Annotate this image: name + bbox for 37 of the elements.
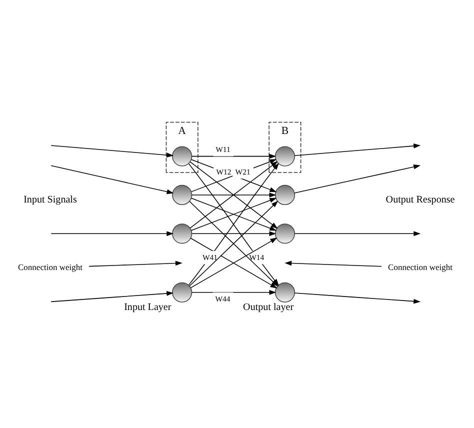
node-circle [172, 282, 192, 302]
arrow [50, 290, 174, 302]
arrow [88, 260, 182, 266]
arrow [294, 292, 421, 304]
arrow [294, 230, 421, 236]
edge-label: W12 [216, 166, 232, 176]
arrow [191, 230, 276, 236]
arrow [50, 164, 174, 194]
node-circle [274, 184, 295, 205]
node-circle [172, 146, 192, 166]
edge-label: W44 [215, 294, 230, 303]
label: Input Signals [24, 194, 77, 205]
edge-label: W14 [249, 252, 264, 262]
node-circle [274, 223, 295, 244]
arrow [191, 192, 276, 197]
arrow [191, 153, 276, 158]
edge-label: W21 [235, 166, 250, 176]
label: Output Response [386, 194, 455, 205]
node-text: Connection weight [388, 261, 453, 272]
node-circle [274, 282, 295, 302]
arrow [191, 197, 277, 230]
arrow [294, 164, 421, 193]
node-circle [172, 223, 192, 244]
node-circle [274, 146, 295, 166]
arrow [191, 289, 276, 294]
node-circle [172, 184, 192, 205]
arrow [50, 144, 174, 158]
edge-label: W11 [216, 144, 230, 154]
arrow [294, 143, 421, 156]
arrow [191, 158, 277, 192]
node-text: Connection weight [18, 261, 82, 272]
node-label: Output layer [243, 302, 294, 313]
arrow [190, 237, 278, 288]
node-label: Input Layer [124, 302, 172, 313]
arrow [50, 230, 174, 236]
edge-label: W41 [202, 252, 218, 262]
arrow [284, 260, 382, 266]
